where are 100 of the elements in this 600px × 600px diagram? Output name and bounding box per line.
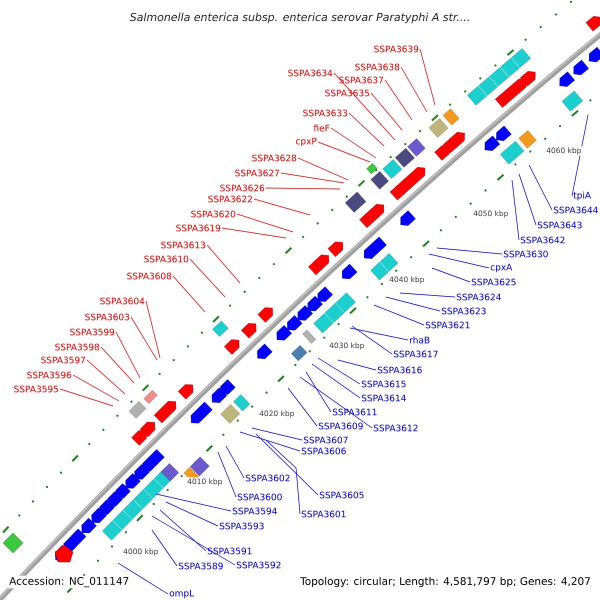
leader-line (156, 494, 232, 512)
leader-line (400, 292, 456, 298)
gene-label: SSPA3620 (191, 210, 236, 218)
gene-label: SSPA3593 (220, 522, 264, 530)
leader-line (116, 332, 140, 378)
leader-line (330, 128, 376, 158)
gene-label: SSPA3624 (456, 294, 501, 300)
gene-label: SSPA3596 (27, 372, 72, 378)
gene-label: SSPA3610 (144, 256, 188, 262)
gene-label: SSPA3627 (235, 170, 280, 176)
gene-label: SSPA3605 (320, 492, 364, 498)
leader-line (436, 248, 502, 254)
gene-label: rhaB (410, 336, 430, 344)
gene-label: SSPA3597 (41, 356, 86, 364)
leader-line (100, 346, 134, 384)
leader-line (172, 276, 206, 312)
gene-label: fieF (314, 124, 330, 132)
leader-line (306, 372, 332, 412)
leader-line (252, 428, 302, 440)
leader-line (528, 164, 552, 210)
gene-label: SSPA3601 (302, 510, 346, 518)
gene-label: SSPA3638 (355, 64, 400, 70)
leader-line (222, 228, 286, 238)
leader-line (518, 174, 536, 226)
gene-label: ompL (170, 590, 194, 598)
leader-line (374, 304, 424, 326)
gene-label: SSPA3612 (374, 424, 418, 432)
leader-line (428, 254, 490, 268)
leader-line (400, 66, 428, 112)
gene-label: SSPA3615 (362, 380, 406, 388)
leader-line (350, 328, 408, 340)
title: Salmonella enterica subsp. enterica serovar Paratyphi A str.... (130, 12, 469, 24)
leader-line (300, 376, 372, 428)
gene-label: SSPA3625 (472, 278, 516, 286)
gene-label: cpxA (490, 264, 512, 272)
leader-line (288, 388, 318, 426)
leader-line (218, 452, 236, 498)
leader-line (266, 440, 300, 514)
leader-line (60, 388, 114, 406)
gene-label: SSPA3634 (288, 70, 332, 76)
leader-line (338, 360, 376, 370)
leader-line (86, 360, 126, 394)
leader-line (572, 114, 588, 196)
gene-label: SSPA3633 (303, 110, 348, 116)
leader-line (352, 326, 392, 354)
gene-label: SSPA3617 (394, 350, 438, 358)
leader-line (370, 92, 402, 130)
gene-label: SSPA3622 (208, 196, 252, 202)
gene-label: SSPA3609 (318, 422, 363, 430)
gene-label: SSPA3614 (362, 394, 406, 402)
gene-label: SSPA3603 (85, 314, 130, 320)
gene-label: SSPA3599 (70, 328, 114, 336)
leader-line (318, 358, 360, 384)
leader-line (420, 48, 436, 106)
leader-line (190, 258, 226, 298)
gene-label: SSPA3595 (14, 386, 58, 392)
leader-line (240, 432, 300, 452)
leader-line (254, 198, 310, 216)
gene-label: cpxP (296, 138, 317, 146)
leader-line (384, 80, 412, 120)
genome-info-text: Topology: circular; Length: 4,581,797 bp; Genes: 4,207 (299, 576, 592, 588)
gene-label: SSPA3600 (238, 494, 282, 500)
leader-line (152, 516, 236, 566)
leader-line (160, 510, 206, 552)
leader-line (312, 364, 360, 398)
leader-line (72, 374, 120, 402)
gene-label: SSPA3613 (161, 242, 206, 248)
gene-label: SSPA3619 (176, 224, 220, 232)
leader-line (130, 316, 158, 360)
leader-line (266, 188, 340, 190)
gene-label: SSPA3644 (554, 206, 598, 214)
gene-label: SSPA3630 (504, 250, 548, 258)
gene-label: SSPA3607 (304, 436, 348, 444)
gene-label: SSPA3621 (426, 322, 470, 328)
gene-label: SSPA3628 (252, 154, 296, 162)
leader-line (334, 72, 396, 140)
gene-label: SSPA3606 (302, 448, 346, 454)
leader-line (206, 244, 240, 284)
gene-label: SSPA3643 (538, 222, 582, 228)
leader-line (318, 142, 370, 162)
leader-line (348, 112, 384, 146)
leader-line (298, 158, 348, 180)
leader-line (118, 562, 168, 594)
leader-line (226, 446, 244, 478)
gene-label: SSPA3626 (220, 184, 264, 192)
leader-line (146, 300, 160, 358)
leader-line (236, 214, 294, 232)
leader-line (256, 434, 318, 496)
gene-label: SSPA3623 (442, 308, 486, 314)
gene-label: SSPA3589 (178, 562, 223, 570)
leader-line (432, 268, 470, 282)
gene-label: SSPA3594 (232, 508, 277, 514)
gene-label: SSPA3639 (374, 46, 418, 52)
accession-text: Accession: NC_011147 (8, 576, 130, 588)
gene-label: SSPA3616 (378, 366, 422, 374)
leader-line (166, 502, 218, 526)
gene-label: SSPA3642 (520, 236, 564, 244)
gene-label: SSPA3592 (236, 562, 280, 568)
gene-label: SSPA3608 (127, 272, 172, 280)
gene-label: SSPA3602 (246, 474, 290, 482)
